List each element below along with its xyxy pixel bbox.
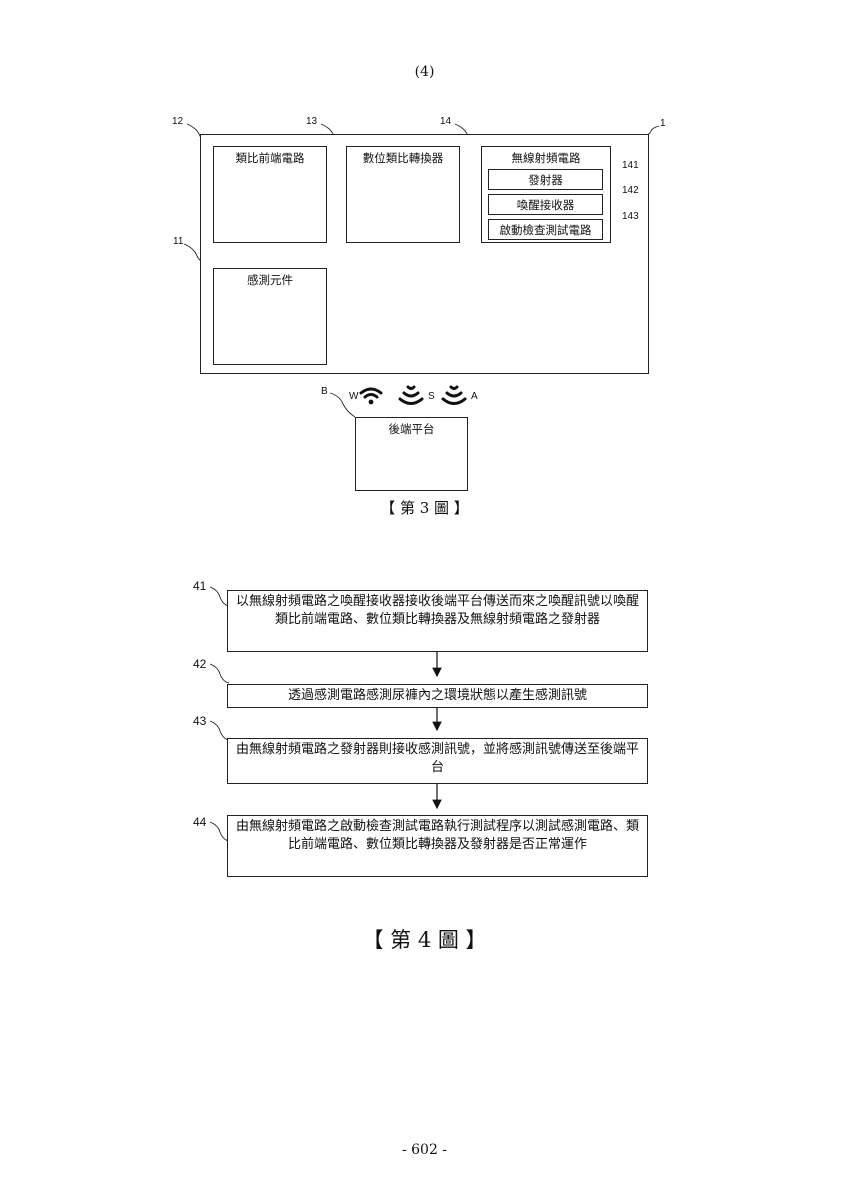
step-ref-43: 43 — [193, 714, 206, 728]
flow-step-42: 透過感測電路感測尿褲內之環境狀態以產生感測訊號 — [227, 684, 648, 708]
flow-step-44: 由無線射頻電路之啟動檢查測試電路執行測試程序以測試感測電路、類比前端電路、數位類… — [227, 815, 648, 877]
flow-step-41-text: 以無線射頻電路之喚醒接收器接收後端平台傳送而來之喚醒訊號以喚醒類比前端電路、數位… — [236, 594, 639, 627]
step-ref-44: 44 — [193, 815, 206, 829]
flow-step-41: 以無線射頻電路之喚醒接收器接收後端平台傳送而來之喚醒訊號以喚醒類比前端電路、數位… — [227, 590, 648, 652]
figure4-caption: 【 第 4 圖 】 — [0, 924, 849, 954]
flow-step-43-text: 由無線射頻電路之發射器則接收感測訊號，並將感測訊號傳送至後端平台 — [236, 742, 639, 775]
flow-step-42-text: 透過感測電路感測尿褲內之環境狀態以產生感測訊號 — [288, 688, 587, 703]
step-ref-42: 42 — [193, 657, 206, 671]
step-ref-41: 41 — [193, 579, 206, 593]
page-number: - 602 - — [0, 1142, 849, 1158]
flow-step-44-text: 由無線射頻電路之啟動檢查測試電路執行測試程序以測試感測電路、類比前端電路、數位類… — [236, 819, 639, 852]
flow-step-43: 由無線射頻電路之發射器則接收感測訊號，並將感測訊號傳送至後端平台 — [227, 738, 648, 784]
